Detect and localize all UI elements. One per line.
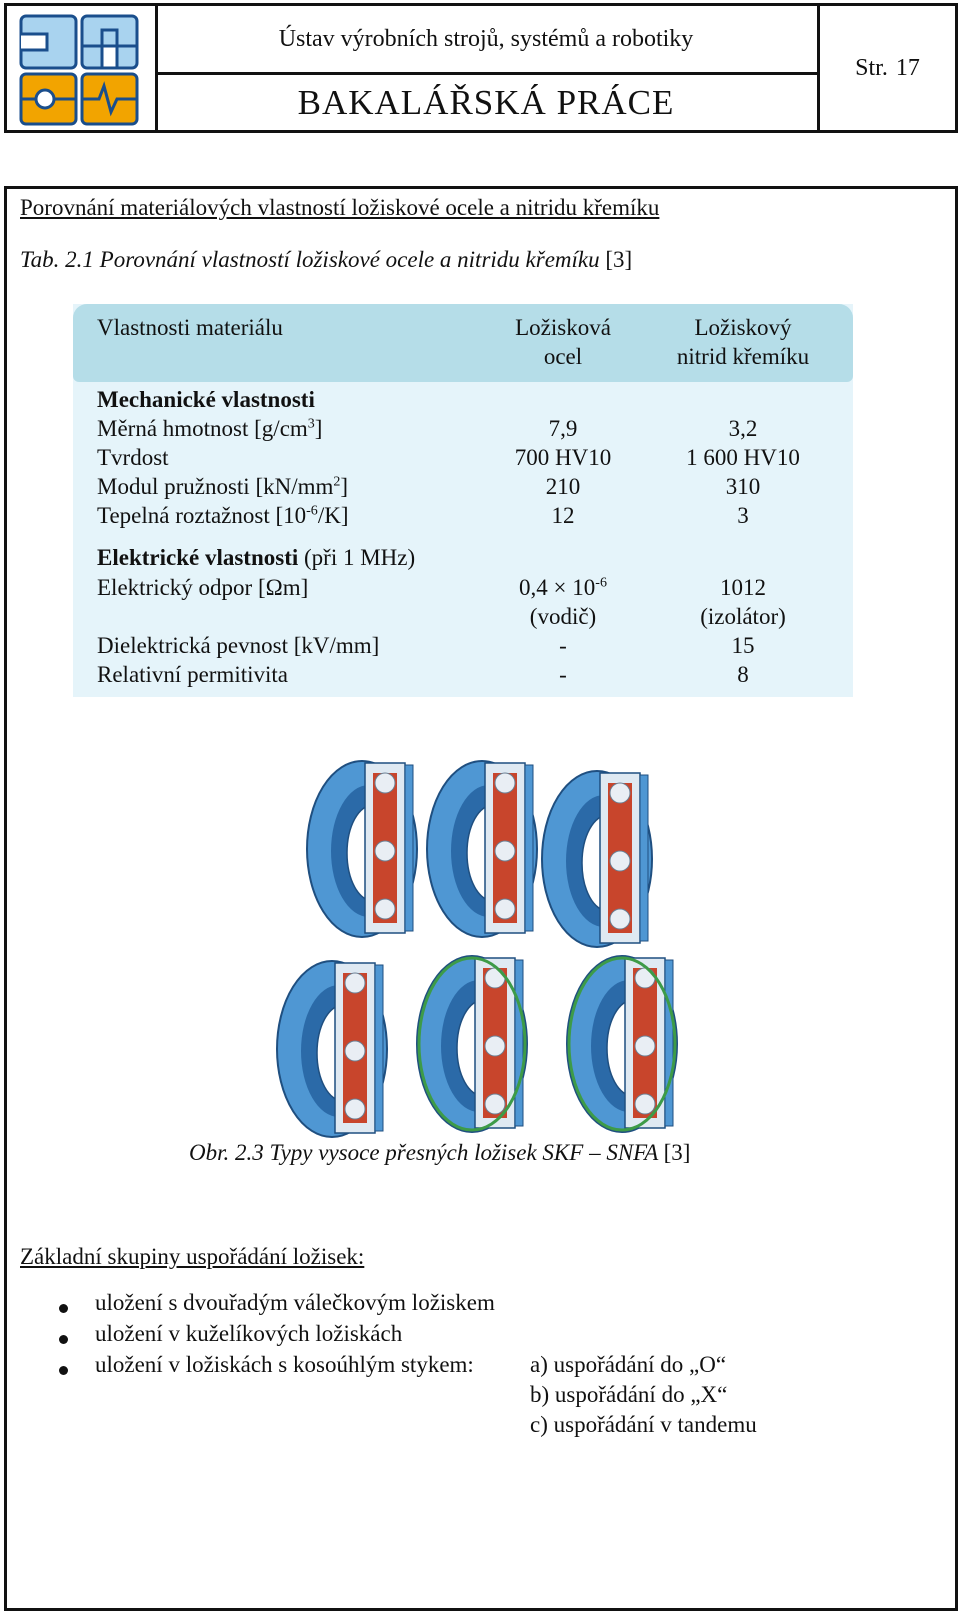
row-density-nitride: 3,2 [728, 416, 758, 441]
row-resistance-nitride: 1012 [720, 575, 766, 600]
bearing-icon-5 [416, 955, 528, 1133]
list-item: uložení v kuželíkových ložiskách [95, 1321, 403, 1346]
page-label: Str. [855, 54, 888, 81]
figure-caption-text: Obr. 2.3 Typy vysoce přesných ložisek SK… [189, 1140, 658, 1165]
row-modulus-nitride: 310 [725, 474, 761, 499]
page-number-cell: Str. 17 [820, 6, 955, 130]
figure-caption-ref: [3] [663, 1140, 691, 1165]
content-frame: Porovnání materiálových vlastností ložis… [4, 186, 958, 1611]
table-caption-ref: [3] [605, 247, 633, 272]
row-hardness-label: Tvrdost [97, 445, 169, 470]
row-density-label: Měrná hmotnost [g/cm3] [97, 416, 323, 441]
col-header-nitride-1: Ložiskový [694, 315, 792, 340]
bullet-icon [59, 1304, 68, 1313]
row-resistance-steel-note: (vodič) [529, 604, 597, 629]
row-modulus-steel: 210 [545, 474, 581, 499]
material-properties-table: Vlastnosti materiálu Ložisková ocel Loži… [73, 304, 853, 697]
page-header: Ústav výrobních strojů, systémů a roboti… [4, 3, 958, 133]
list-heading: Základní skupiny uspořádání ložisek: [20, 1244, 365, 1269]
bearing-icon-4 [276, 960, 388, 1138]
institute-name: Ústav výrobních strojů, systémů a roboti… [155, 6, 817, 75]
row-permittivity-steel: - [559, 662, 567, 687]
logo-icon [19, 14, 139, 126]
row-permittivity-nitride: 8 [737, 662, 749, 687]
col-header-steel-2: ocel [543, 344, 583, 369]
table-header [73, 304, 853, 382]
electrical-section-title: Elektrické vlastnosti (při 1 MHz) [97, 545, 416, 570]
institute-logo [7, 6, 158, 130]
list-item: uložení s dvouřadým válečkovým ložiskem [95, 1290, 495, 1315]
mechanical-section-title: Mechanické vlastnosti [97, 387, 315, 412]
row-dielectric-label: Dielektrická pevnost [kV/mm] [97, 633, 380, 658]
sub-item: a) uspořádání do „O“ [530, 1352, 727, 1377]
sub-item: c) uspořádání v tandemu [530, 1412, 757, 1437]
row-modulus-label: Modul pružnosti [kN/mm2] [97, 474, 349, 499]
row-thermal-label: Tepelná roztažnost [10-6/K] [97, 503, 349, 528]
figure-caption: Obr. 2.3 Typy vysoce přesných ložisek SK… [189, 1140, 690, 1166]
header-title-cell: Ústav výrobních strojů, systémů a roboti… [155, 6, 820, 130]
row-dielectric-nitride: 15 [731, 633, 755, 658]
section-heading: Porovnání materiálových vlastností ložis… [20, 195, 660, 220]
row-resistance-label: Elektrický odpor [Ωm] [97, 575, 309, 600]
col-header-nitride-2: nitrid křemíku [676, 344, 810, 369]
row-density-steel: 7,9 [548, 416, 578, 441]
bearing-icon-2 [426, 760, 538, 938]
col-header-property: Vlastnosti materiálu [97, 315, 283, 340]
row-resistance-nitride-note: (izolátor) [700, 604, 786, 629]
bearing-icon-6 [566, 955, 678, 1133]
row-resistance-steel: 0,4 × 10-6 [519, 575, 607, 600]
bearing-icon-3 [541, 770, 653, 948]
page-number: 17 [895, 54, 920, 81]
col-header-steel-1: Ložisková [515, 315, 611, 340]
row-permittivity-label: Relativní permitivita [97, 662, 288, 687]
document-type: BAKALÁŘSKÁ PRÁCE [297, 82, 675, 122]
table-caption-text: Tab. 2.1 Porovnání vlastností ložiskové … [20, 247, 600, 272]
row-hardness-nitride: 1 600 HV10 [686, 445, 800, 470]
table-caption: Tab. 2.1 Porovnání vlastností ložiskové … [20, 247, 632, 273]
row-thermal-nitride: 3 [737, 503, 749, 528]
bullet-icon [59, 1335, 68, 1344]
list-item: uložení v ložiskách s kosoúhlým stykem: [95, 1352, 474, 1377]
bullet-icon [59, 1366, 68, 1375]
row-thermal-steel: 12 [551, 503, 575, 528]
row-dielectric-steel: - [559, 633, 567, 658]
sub-item: b) uspořádání do „X“ [530, 1382, 728, 1407]
bearing-icon-1 [306, 760, 418, 938]
bearings-figure [276, 760, 678, 1138]
row-hardness-steel: 700 HV10 [514, 445, 612, 470]
